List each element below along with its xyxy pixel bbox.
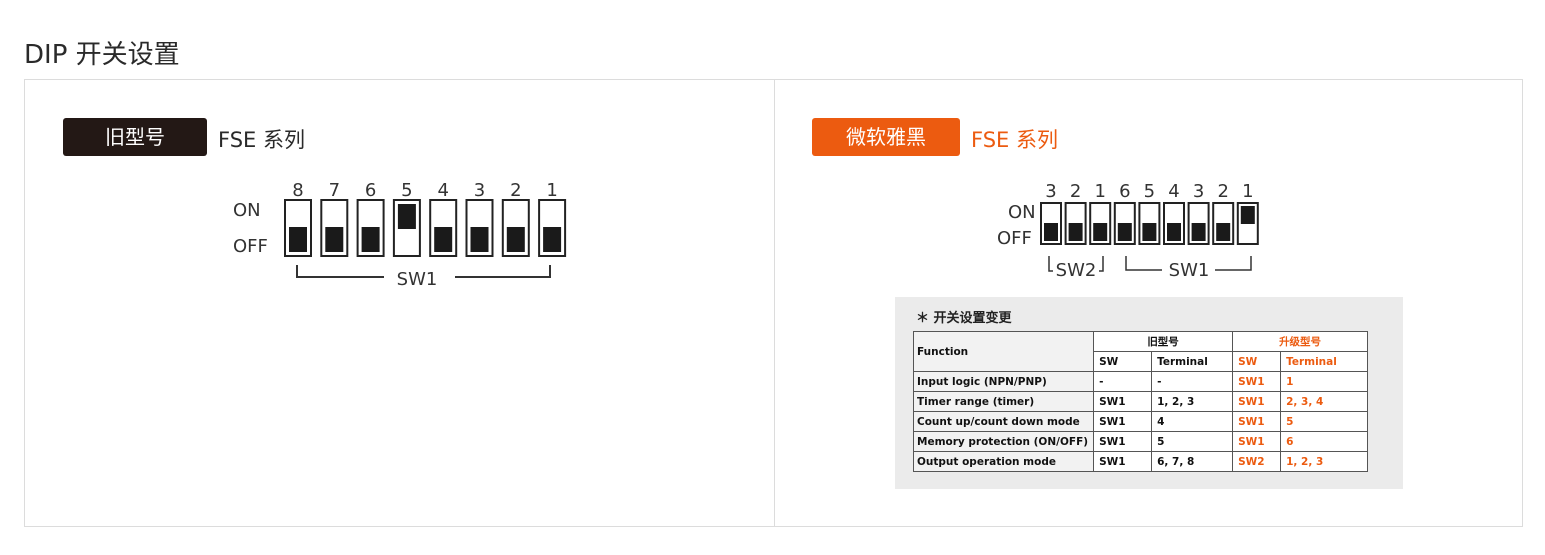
right-on-label: ON — [1008, 202, 1036, 223]
switch-change-table: Function 旧型号 升级型号 SW Terminal SW Termina… — [912, 331, 1369, 472]
new-terminal-cell: 1 — [1280, 371, 1369, 392]
new-sw-cell: SW2 — [1232, 451, 1282, 472]
old-sw-cell: SW1 — [1093, 411, 1153, 432]
switch-knob-off — [325, 227, 344, 252]
old-terminal-cell: 6, 7, 8 — [1151, 451, 1234, 472]
function-cell: Timer range (timer) — [912, 391, 1095, 412]
left-sw1-bracket — [296, 265, 551, 278]
switch-number: 4 — [1168, 181, 1179, 202]
switch-knob-off — [1142, 223, 1157, 241]
switch-number: 5 — [1144, 181, 1155, 202]
switch-knob-off — [1216, 223, 1231, 241]
switch-number: 7 — [329, 180, 340, 201]
new-series-label: FSE 系列 — [971, 128, 1058, 152]
old-sw-cell: SW1 — [1093, 451, 1153, 472]
switch-number: 8 — [292, 180, 303, 201]
switch-knob-on — [397, 204, 416, 229]
new-sw-cell: SW1 — [1232, 391, 1282, 412]
new-terminal-cell: 1, 2, 3 — [1280, 451, 1369, 472]
right-sw1-label: SW1 — [1169, 260, 1210, 281]
switch-knob-off — [434, 227, 453, 252]
switch-knob-off — [289, 227, 307, 252]
panel-divider — [774, 80, 775, 526]
old-sw-cell: SW1 — [1093, 391, 1153, 412]
switch-knob-off — [361, 227, 380, 252]
right-off-label: OFF — [997, 228, 1032, 249]
switch-knob-off — [1117, 223, 1132, 241]
right-sw2-bracket — [1048, 256, 1104, 272]
function-cell: Input logic (NPN/PNP) — [912, 371, 1095, 392]
function-cell: Memory protection (ON/OFF) — [912, 431, 1095, 452]
switch-knob-off — [506, 227, 525, 252]
switch-knob-on — [1240, 206, 1255, 224]
switch-number: 1 — [546, 180, 557, 201]
dip-settings-frame — [24, 79, 1523, 527]
old-series-label: FSE 系列 — [218, 128, 305, 152]
new-model-badge: 微软雅黑 — [812, 118, 960, 156]
new-terminal-cell: 6 — [1280, 431, 1369, 452]
switch-number: 2 — [1217, 181, 1228, 202]
new-terminal-header: Terminal — [1280, 351, 1369, 372]
right-sw2-label: SW2 — [1056, 260, 1097, 281]
old-sw-cell: SW1 — [1093, 431, 1153, 452]
switch-knob-off — [1167, 223, 1181, 241]
switch-change-title: ＊ 开关设置变更 — [916, 311, 1012, 326]
old-terminal-cell: 1, 2, 3 — [1151, 391, 1234, 412]
left-dip-diagram: ON OFF 8 7 6 5 4 3 2 1 SW1 — [233, 180, 567, 290]
switch-knob-off — [543, 227, 562, 252]
left-on-label: ON — [233, 200, 261, 221]
switch-number: 4 — [437, 180, 448, 201]
new-model-header: 升级型号 — [1232, 331, 1369, 352]
function-cell: Count up/count down mode — [912, 411, 1095, 432]
new-sw-cell: SW1 — [1232, 431, 1282, 452]
switch-number: 1 — [1094, 181, 1105, 202]
new-sw-header: SW — [1232, 351, 1282, 372]
old-model-header: 旧型号 — [1093, 331, 1234, 352]
left-sw1-label: SW1 — [397, 269, 438, 290]
switch-number: 2 — [510, 180, 521, 201]
switch-number: 2 — [1070, 181, 1081, 202]
old-model-badge: 旧型号 — [63, 118, 207, 156]
new-terminal-cell: 5 — [1280, 411, 1369, 432]
left-off-label: OFF — [233, 236, 268, 257]
switch-number: 6 — [1119, 181, 1130, 202]
new-terminal-cell: 2, 3, 4 — [1280, 391, 1369, 412]
old-terminal-cell: 5 — [1151, 431, 1234, 452]
old-terminal-cell: 4 — [1151, 411, 1234, 432]
switch-knob-off — [1093, 223, 1108, 241]
switch-knob-off — [470, 227, 489, 252]
old-terminal-cell: - — [1151, 371, 1234, 392]
new-sw-cell: SW1 — [1232, 411, 1282, 432]
old-sw-cell: - — [1093, 371, 1153, 392]
switch-knob-off — [1191, 223, 1206, 241]
old-sw-header: SW — [1093, 351, 1153, 372]
function-header: Function — [912, 331, 1095, 372]
switch-number: 3 — [1193, 181, 1204, 202]
switch-number: 3 — [474, 180, 485, 201]
switch-knob-off — [1044, 223, 1058, 241]
new-sw-cell: SW1 — [1232, 371, 1282, 392]
switch-number: 3 — [1045, 181, 1056, 202]
right-sw1-bracket — [1125, 256, 1252, 271]
page-title: DIP 开关设置 — [24, 40, 180, 70]
switch-number: 1 — [1242, 181, 1253, 202]
switch-number: 5 — [401, 180, 412, 201]
switch-knob-off — [1068, 223, 1083, 241]
function-cell: Output operation mode — [912, 451, 1095, 472]
old-terminal-header: Terminal — [1151, 351, 1234, 372]
switch-number: 6 — [365, 180, 376, 201]
